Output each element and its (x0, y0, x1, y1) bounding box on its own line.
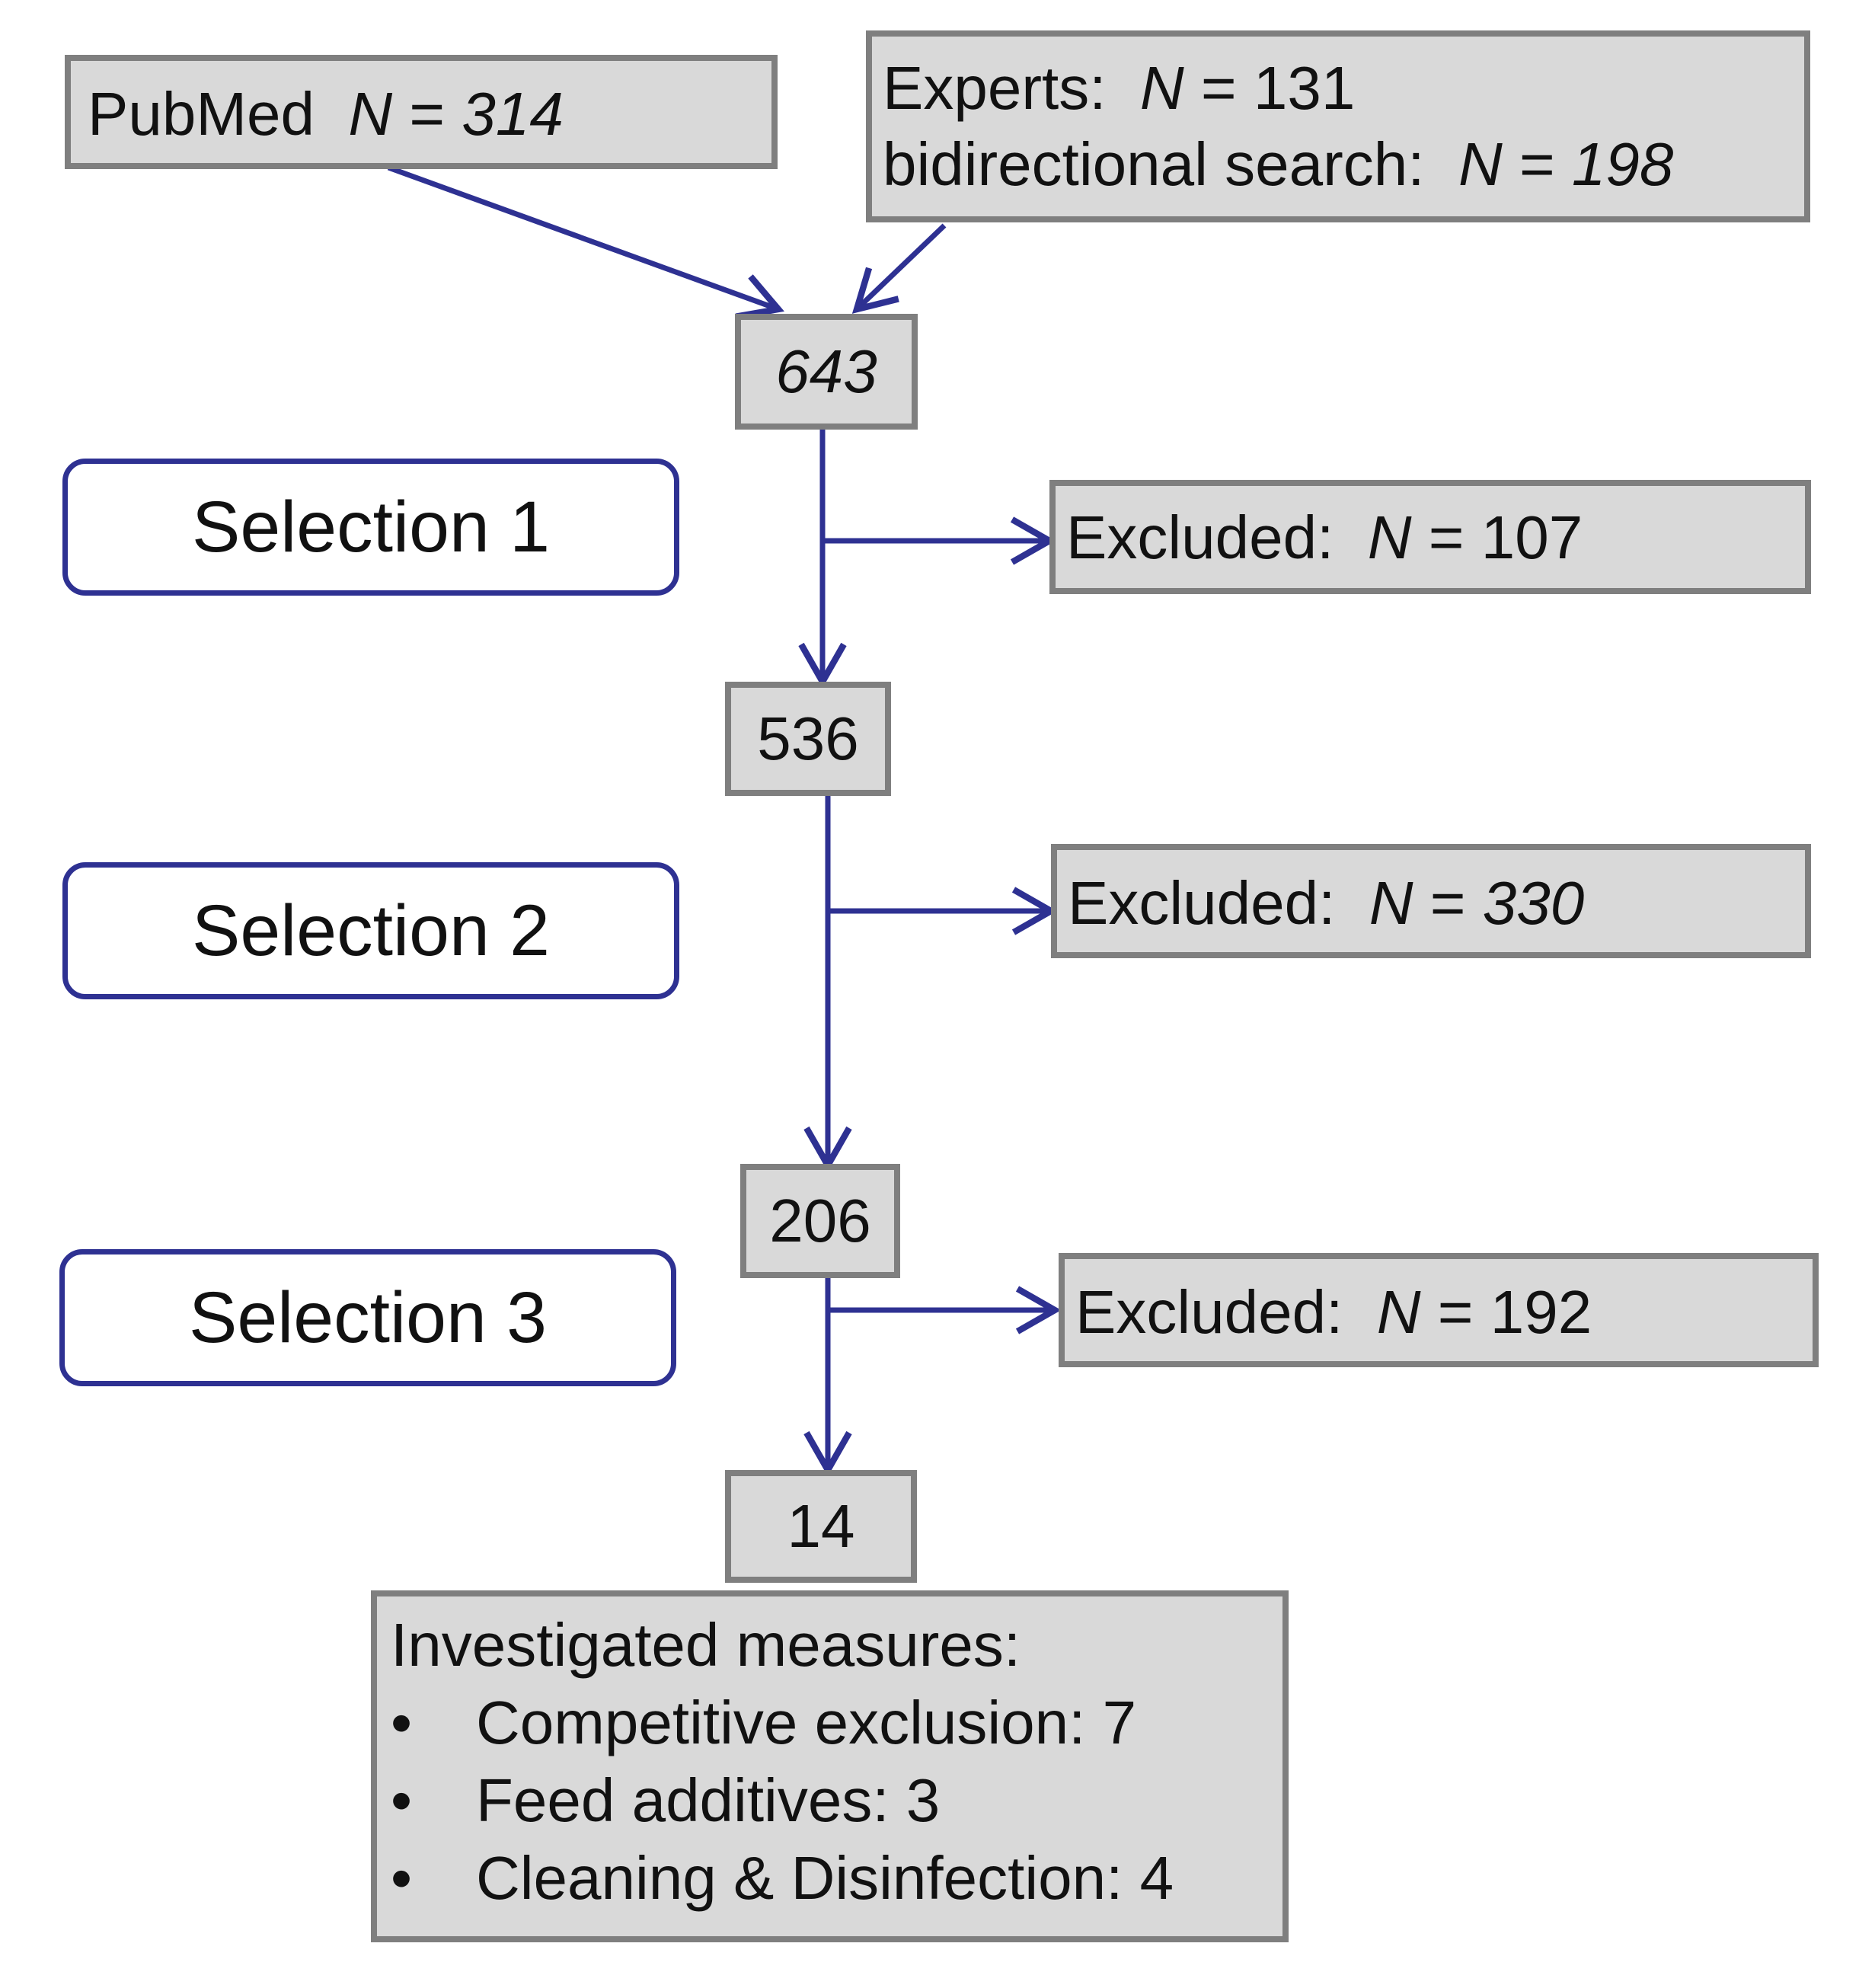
selection-2-label: Selection 2 (191, 890, 551, 971)
total-14-value: 14 (787, 1492, 855, 1560)
measures-title: Investigated measures: (391, 1611, 1021, 1679)
selection-2-box: Selection 2 (62, 862, 679, 999)
investigated-measures-box: Investigated measures: • Competitive exc… (371, 1590, 1289, 1942)
total-643-box: 643 (735, 314, 918, 430)
measure-3-label: Cleaning & Disinfection: (476, 1844, 1123, 1912)
excluded-3-label: Excluded: (1075, 1278, 1343, 1346)
bidirectional-count: 198 (1571, 130, 1674, 198)
total-14-box: 14 (725, 1470, 917, 1583)
selection-1-label: Selection 1 (191, 486, 551, 567)
total-536-box: 536 (725, 682, 891, 796)
arrow-experts-to-total (851, 223, 947, 314)
bullet-icon: • (391, 1689, 413, 1756)
pubmed-count: 314 (462, 80, 564, 148)
excluded-3-count: 192 (1490, 1278, 1592, 1346)
experts-count: 131 (1253, 54, 1356, 122)
measure-3-value: 4 (1139, 1844, 1174, 1912)
excluded-2-label: Excluded: (1068, 869, 1336, 937)
bullet-icon: • (391, 1766, 413, 1834)
pubmed-label: PubMed (88, 80, 315, 148)
bullet-icon: • (391, 1844, 413, 1912)
bidirectional-n-symbol: N (1458, 130, 1503, 198)
experts-label: Experts: (883, 54, 1107, 122)
excluded-3-box: Excluded: N = 192 (1059, 1253, 1819, 1367)
selection-3-box: Selection 3 (59, 1249, 676, 1386)
experts-n-symbol: N (1139, 54, 1184, 122)
measure-1-label: Competitive exclusion: (476, 1689, 1086, 1756)
excluded-1-count: 107 (1481, 503, 1583, 571)
bidirectional-label: bidirectional search: (883, 130, 1425, 198)
excluded-2-box: Excluded: N = 330 (1051, 844, 1811, 958)
measure-1-value: 7 (1102, 1689, 1137, 1756)
total-206-box: 206 (740, 1164, 900, 1278)
pubmed-source-box: PubMed N = 314 (65, 55, 778, 169)
total-643-value: 643 (775, 337, 877, 405)
selection-1-box: Selection 1 (62, 459, 679, 596)
excluded-1-box: Excluded: N = 107 (1049, 480, 1811, 594)
measure-2-value: 3 (906, 1766, 941, 1834)
pubmed-n-symbol: N (348, 80, 393, 148)
total-206-value: 206 (769, 1187, 871, 1254)
total-536-value: 536 (757, 705, 859, 772)
excluded-2-count: 330 (1482, 869, 1585, 937)
selection-3-label: Selection 3 (188, 1277, 548, 1358)
experts-source-box: Experts: N = 131 bidirectional search: N… (866, 30, 1810, 222)
measure-2-label: Feed additives: (476, 1766, 890, 1834)
arrow-pubmed-to-total (387, 165, 784, 320)
excluded-1-label: Excluded: (1066, 503, 1334, 571)
